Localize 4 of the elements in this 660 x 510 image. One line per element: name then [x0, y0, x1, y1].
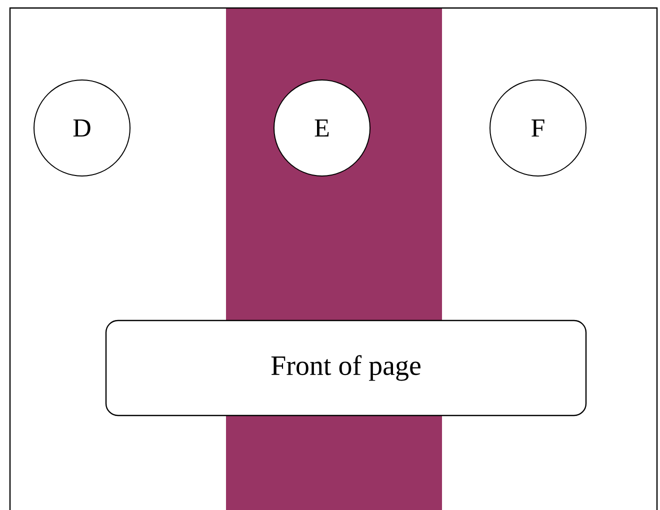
circle-node: F [490, 80, 586, 176]
circle-node: E [274, 80, 370, 176]
label-box: Front of page [105, 320, 587, 416]
circle-node: D [34, 80, 130, 176]
